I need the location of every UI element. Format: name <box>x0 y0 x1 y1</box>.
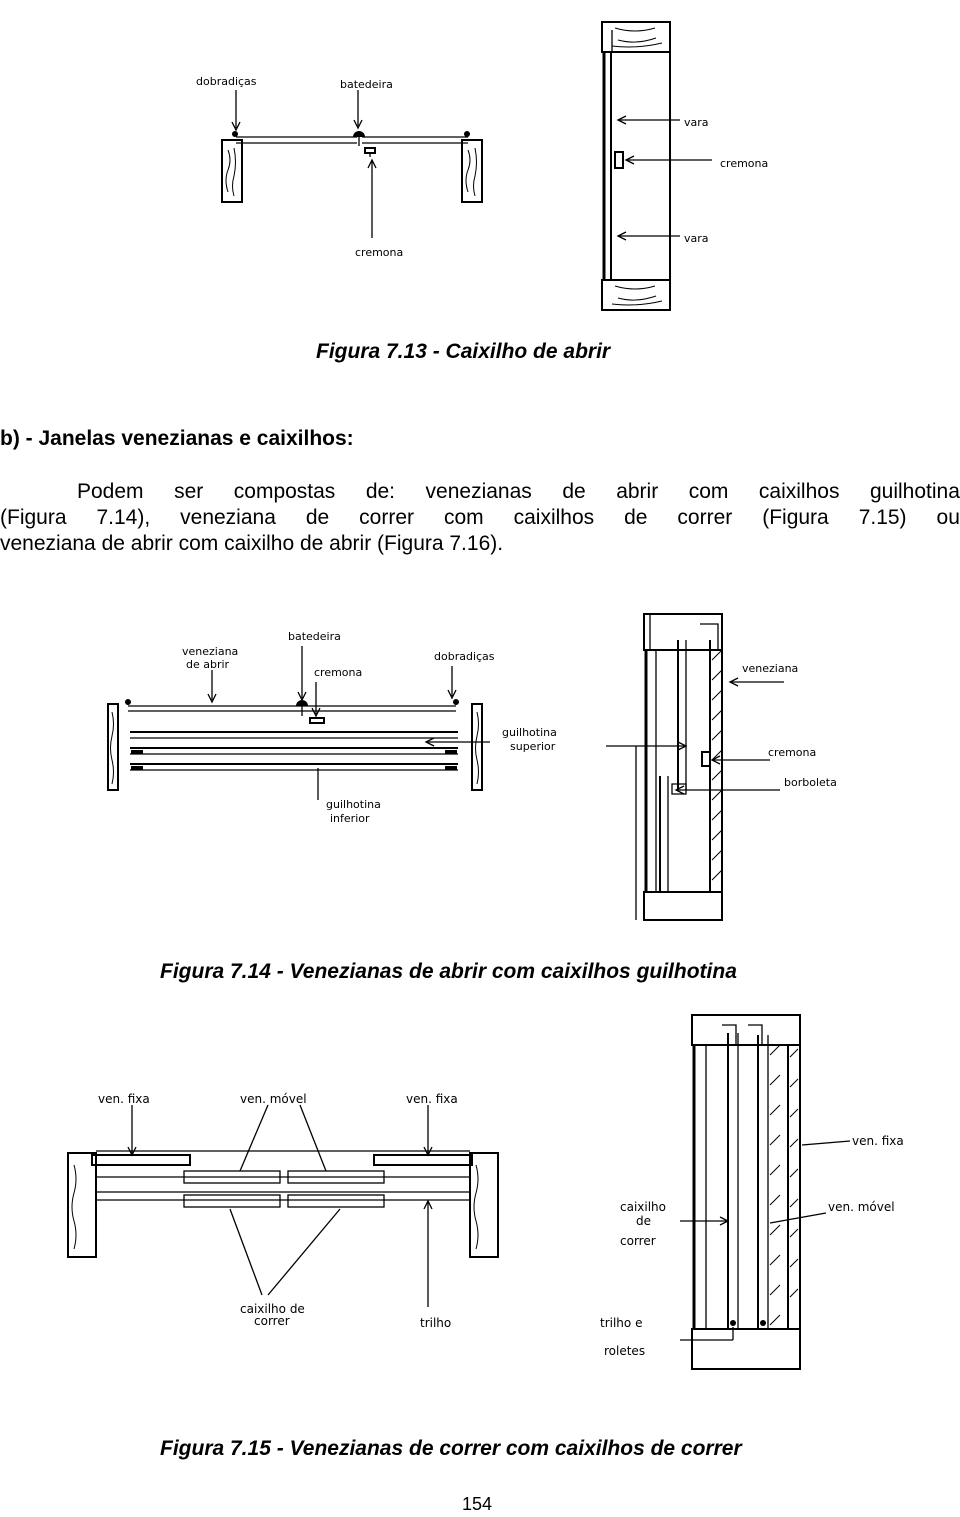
fig15-label-caixilho-de: caixilho de <box>240 1302 305 1316</box>
fig15-label-correr: correr <box>254 1314 290 1328</box>
word: (Figura <box>0 506 67 529</box>
fig14-drawing: veneziana de abrir batedeira cremona dob… <box>107 613 837 921</box>
word: com <box>688 480 729 503</box>
paragraph-line-3: veneziana de abrir com caixilho de abrir… <box>0 532 504 555</box>
fig14-label-borboleta: borboleta <box>784 776 837 789</box>
fig14-label-cremona-side: cremona <box>768 746 816 759</box>
fig14-label-de-abrir: de abrir <box>186 658 230 671</box>
word: correr <box>677 506 733 529</box>
word: compostas <box>233 480 336 503</box>
word: caixilhos <box>758 480 840 503</box>
fig15-label-caixilho-side-3: correr <box>620 1234 656 1248</box>
word: Podem <box>77 480 144 503</box>
fig15-label-roletes: roletes <box>604 1344 645 1358</box>
fig13-label-vara-top: vara <box>684 116 709 129</box>
fig14-label-batedeira: batedeira <box>288 630 341 643</box>
word: com <box>443 506 484 529</box>
word: ser <box>174 480 204 503</box>
paragraph-line-1: Podem ser compostas de: venezianas de ab… <box>0 479 960 505</box>
word: correr <box>359 506 414 529</box>
word: guilhotina <box>869 480 960 503</box>
fig15-label-trilho: trilho <box>420 1316 451 1330</box>
word: ou <box>936 506 960 529</box>
fig15-label-ven-fixa-left: ven. fixa <box>98 1092 150 1106</box>
fig14-label-guilhotina-inferior-2: inferior <box>330 812 370 825</box>
fig15-label-ven-movel-side: ven. móvel <box>828 1200 895 1214</box>
fig15-caption: Figura 7.15 - Venezianas de correr com c… <box>160 1437 742 1460</box>
fig14-label-veneziana-side: veneziana <box>742 662 798 675</box>
fig14-caption: Figura 7.14 - Venezianas de abrir com ca… <box>160 960 737 983</box>
fig14-label-guilhotina-inferior-1: guilhotina <box>326 798 381 811</box>
word: 7.15) <box>858 506 907 529</box>
word: venezianas <box>425 480 532 503</box>
fig13-label-batedeira: batedeira <box>340 78 393 91</box>
fig14-label-guilhotina-superior-1: guilhotina <box>502 726 557 739</box>
fig13-label-vara-bottom: vara <box>684 232 709 245</box>
paragraph-line-2: (Figura 7.14), veneziana de correr com c… <box>0 505 960 531</box>
page-number: 154 <box>462 1494 493 1514</box>
word: abrir <box>616 480 659 503</box>
section-heading: b) - Janelas venezianas e caixilhos: <box>0 427 354 450</box>
fig13-label-cremona-side: cremona <box>720 157 768 170</box>
fig13-label-dobradicas: dobradiças <box>196 75 257 88</box>
fig14-label-cremona-plan: cremona <box>314 666 362 679</box>
word: 7.14), <box>96 506 151 529</box>
fig13-plan-drawing: dobradiças batedeira cremona vara cremon… <box>196 21 768 311</box>
word: veneziana <box>180 506 276 529</box>
body-paragraph: Podem ser compostas de: venezianas de ab… <box>0 479 960 557</box>
fig15-drawing: ven. fixa ven. móvel ven. fixa caixilho … <box>67 1014 904 1370</box>
fig13-caption: Figura 7.13 - Caixilho de abrir <box>316 340 611 363</box>
fig15-label-ven-fixa-side: ven. fixa <box>852 1134 904 1148</box>
fig15-label-trilho-e: trilho e <box>600 1316 642 1330</box>
word: de <box>305 506 330 529</box>
word: de <box>562 480 586 503</box>
word: caixilhos <box>513 506 595 529</box>
fig13-label-cremona-plan: cremona <box>355 246 403 259</box>
word: de <box>624 506 648 529</box>
word: de: <box>365 480 396 503</box>
fig14-label-guilhotina-superior-2: superior <box>510 740 556 753</box>
fig14-label-veneziana: veneziana <box>182 645 238 658</box>
fig15-label-caixilho-side-2: de <box>636 1214 651 1228</box>
fig15-label-ven-movel: ven. móvel <box>240 1092 307 1106</box>
fig15-label-ven-fixa-right: ven. fixa <box>406 1092 458 1106</box>
fig15-label-caixilho-side-1: caixilho <box>620 1200 666 1214</box>
fig14-label-dobradicas: dobradiças <box>434 650 495 663</box>
word: (Figura <box>762 506 829 529</box>
